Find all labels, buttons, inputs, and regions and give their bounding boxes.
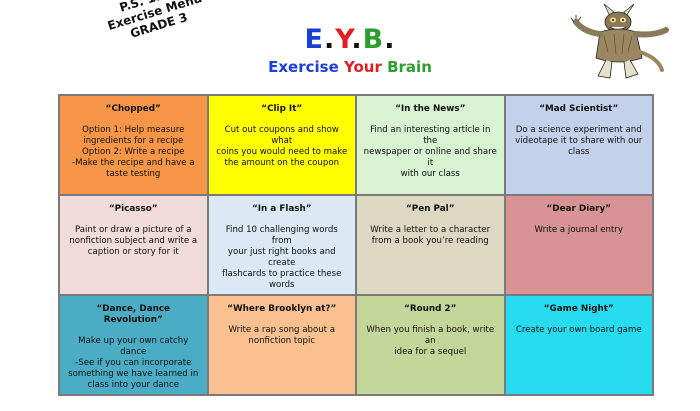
activity-description: Write a rap song about a nonfiction topi… <box>228 325 336 346</box>
activity-name: “Clip It” <box>261 104 303 114</box>
activity-description: Option 1: Help measure ingredients for a… <box>71 125 195 179</box>
activity-description: Find an interesting article in the newsp… <box>363 125 497 179</box>
activity-name: “Dear Diary” <box>546 204 612 214</box>
activity-description: Paint or draw a picture of a nonfiction … <box>69 225 198 257</box>
activity-description: Write a letter to a character from a boo… <box>370 225 491 246</box>
activity-name: “In a Flash” <box>251 204 312 214</box>
menu-cell: “Pen Pal” Write a letter to a character f… <box>356 195 505 295</box>
title-letter: . <box>323 24 336 55</box>
title-letter: Y <box>335 24 352 55</box>
activity-description: Find 10 challenging words from your just… <box>222 225 342 290</box>
activity-description: Make up your own catchy dance -See if yo… <box>68 336 199 390</box>
wild-thing-illustration <box>570 3 669 79</box>
activity-name: “Dance, Dance Revolution” <box>96 304 171 325</box>
activity-name: “Game Night” <box>543 304 614 314</box>
activity-name: “Mad Scientist” <box>539 104 619 114</box>
menu-cell: “Picasso” Paint or draw a picture of a no… <box>59 195 208 295</box>
subtitle-word: Your <box>343 58 382 76</box>
menu-cell: “Round 2” When you finish a book, write a… <box>356 295 505 395</box>
exercise-menu-grid: “Chopped” Option 1: Help measure ingredie… <box>58 94 654 396</box>
activity-name: “Pen Pal” <box>406 204 455 214</box>
page-subtitle: Exercise Your Brain <box>0 58 700 76</box>
menu-cell: “Clip It” Cut out coupons and show what c… <box>207 95 356 195</box>
subtitle-word: Exercise <box>268 58 339 76</box>
menu-cell: “Chopped” Option 1: Help measure ingredie… <box>59 95 208 195</box>
menu-cell: “Dance, Dance Revolution” Make up your ow… <box>59 295 208 395</box>
title-letter: E <box>304 24 324 55</box>
menu-cell: “In the News” Find an interesting article… <box>356 95 505 195</box>
activity-description: Write a journal entry <box>534 225 623 235</box>
menu-cell: “In a Flash” Find 10 challenging words fr… <box>207 195 356 295</box>
title-letter: . <box>351 24 363 55</box>
menu-cell: “Game Night” Create your own board game <box>504 295 653 395</box>
activity-description: When you finish a book, write an idea fo… <box>366 325 495 357</box>
menu-cell: “Where Brooklyn at?” Write a rap song abo… <box>207 295 356 395</box>
activity-name: “Picasso” <box>108 204 158 214</box>
activity-name: “In the News” <box>395 104 466 114</box>
subtitle-word: Brain <box>387 58 432 76</box>
title-letter: . <box>384 24 396 55</box>
activity-description: Do a science experiment and videotape it… <box>515 125 643 157</box>
activity-name: “Where Brooklyn at?” <box>227 304 337 314</box>
menu-cell: “Mad Scientist” Do a science experiment a… <box>504 95 653 195</box>
activity-description: Cut out coupons and show what coins you … <box>216 125 348 168</box>
activity-name: “Round 2” <box>404 304 457 314</box>
activity-description: Create your own board game <box>515 325 642 335</box>
activity-name: “Chopped” <box>105 104 161 114</box>
menu-cell: “Dear Diary” Write a journal entry <box>504 195 653 295</box>
page-title: E.Y.B. <box>0 24 700 55</box>
title-letter: B <box>362 24 385 55</box>
